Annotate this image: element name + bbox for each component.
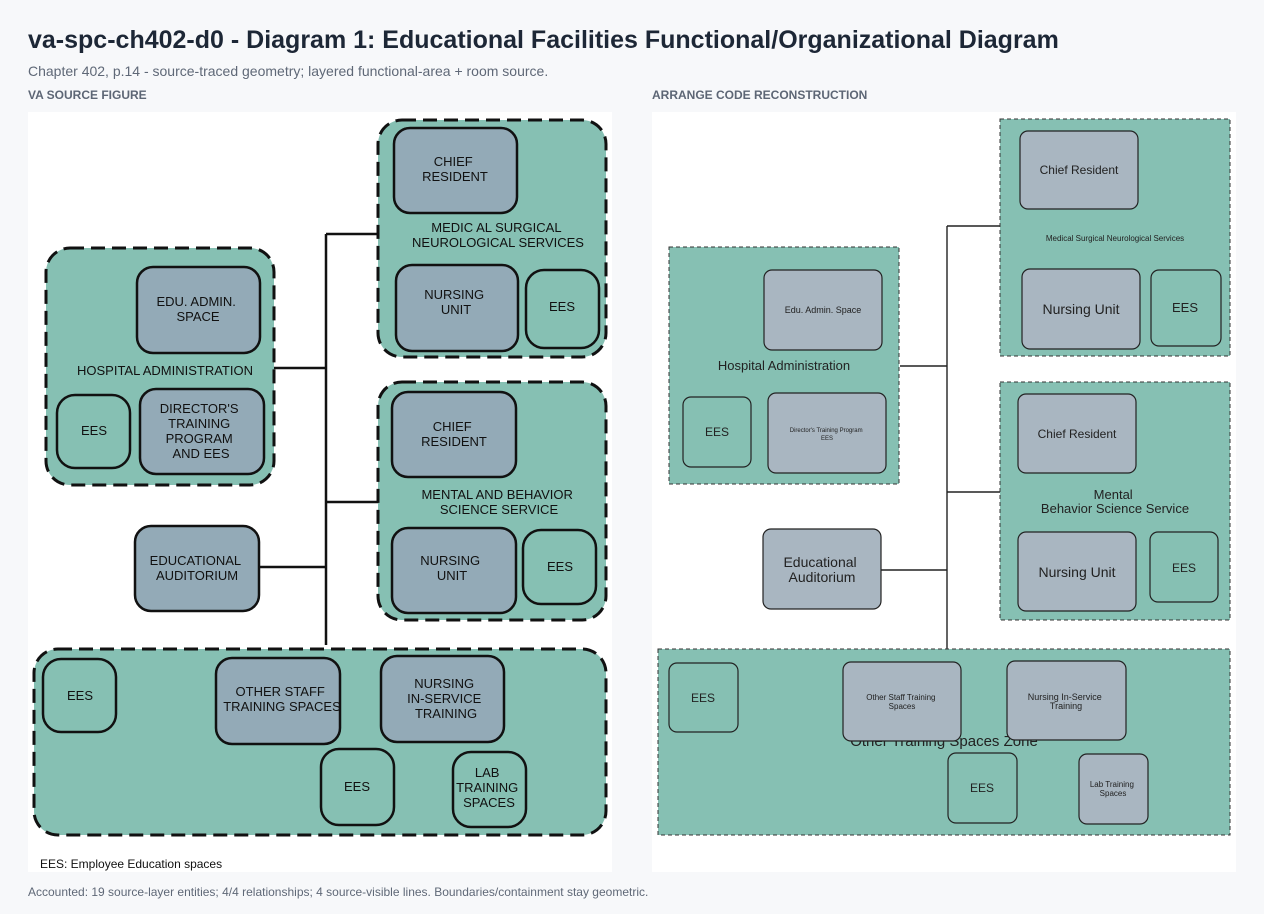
svg-text:EES: EES [1172, 300, 1198, 315]
reconstruction-panel: Medical Surgical Neurological Services C… [652, 112, 1236, 872]
footer-note: Accounted: 19 source-layer entities; 4/4… [28, 885, 649, 899]
svg-text:EES: EES [67, 688, 93, 703]
recon-ees-1: EES [1150, 269, 1222, 347]
svg-text:Nursing In-Service Train: Nursing In-Service Training [1028, 692, 1105, 711]
svg-text:EDU. ADMIN. SPACE: EDU. ADMIN. SPACE [156, 294, 239, 324]
recon-edu-admin: Edu. Admin. Space [763, 269, 883, 351]
svg-text:MEDIC AL SURGICAL NEUROL: MEDIC AL SURGICAL NEUROLOGICAL SERVICES [412, 220, 584, 250]
ees-legend: EES: Employee Education spaces [40, 857, 222, 871]
svg-text:EES: EES [705, 425, 729, 439]
recon-ees-5: EES [947, 752, 1018, 824]
svg-text:EDUCATIONAL AUDITORIUM: EDUCATIONAL AUDITORIUM [150, 553, 245, 583]
directors-training-room: DIRECTOR'S TRAINING PROGRAM AND EES [138, 387, 266, 476]
ees-room-1: EES [524, 268, 601, 350]
svg-text:Educational Auditorium: Educational Auditorium [783, 554, 860, 585]
svg-text:MENTAL AND BEHAVIOR SCIE: MENTAL AND BEHAVIOR SCIENCE SERVICE [421, 487, 576, 517]
medsurg-zone-label-1: MEDIC AL SURGICAL [431, 220, 561, 235]
svg-text:OTHER STAFF TRAINING SP: OTHER STAFF TRAINING SPACES [223, 684, 341, 714]
ees-room-2: EES [55, 393, 132, 470]
svg-text:Hospital Administration: Hospital Administration [718, 358, 850, 373]
svg-text:Nursing Unit: Nursing Unit [1038, 564, 1115, 580]
lab-training-room: LAB TRAINING SPACES [451, 750, 528, 829]
svg-text:Director's Training Program: Director's Training Program EES [790, 428, 865, 442]
ees-room-4: EES [41, 657, 118, 734]
svg-text:EES: EES [970, 781, 994, 795]
source-figure-panel: MEDIC AL SURGICAL NEUROLOGICAL SERVICES … [28, 112, 612, 872]
other-staff-training-room: OTHER STAFF TRAINING SPACES [214, 656, 342, 746]
nursing-inservice-room: NURSING IN-SERVICE TRAINING [379, 654, 506, 744]
svg-text:EES: EES [549, 299, 575, 314]
mental-zone-label-1: MENTAL AND BEHAVIOR [421, 487, 572, 502]
svg-text:EES: EES [81, 423, 107, 438]
svg-text:Chief Resident: Chief Resident [1040, 163, 1119, 177]
recon-chief-resident-1: Chief Resident [1019, 130, 1139, 210]
recon-ees-3: EES [1149, 531, 1219, 603]
recon-educational-auditorium: Educational Auditorium [762, 528, 882, 610]
source-connector-lines [259, 232, 378, 645]
svg-text:Nursing Unit: Nursing Unit [1042, 301, 1119, 317]
ees-room-5: EES [319, 747, 396, 827]
recon-nursing-inservice: Nursing In-Service Training [1006, 660, 1127, 741]
recon-directors-training: Director's Training Program EES [767, 392, 887, 474]
svg-text:CHIEF RESIDENT: CHIEF RESIDENT [421, 419, 487, 449]
svg-text:Edu. Admin. Space: Edu. Admin. Space [785, 305, 862, 315]
svg-text:Chief Resident: Chief Resident [1038, 427, 1117, 441]
medsurg-zone-label-2: NEUROLOGICAL SERVICES [412, 235, 584, 250]
mental-zone-label-2: SCIENCE SERVICE [440, 502, 559, 517]
edu-admin-room: EDU. ADMIN. SPACE [135, 265, 262, 355]
svg-text:NURSING UNIT: NURSING UNIT [420, 553, 484, 583]
recon-nursing-unit-2: Nursing Unit [1017, 531, 1137, 612]
recon-lab-training: Lab Training Spaces [1078, 753, 1149, 825]
chief-resident-room-1: CHIEF RESIDENT [392, 126, 519, 215]
svg-text:Lab Training Spaces: Lab Training Spaces [1090, 780, 1136, 798]
svg-text:DIRECTOR'S TRAINING: DIRECTOR'S TRAINING PROGRAM AND EES [160, 401, 242, 461]
reconstruction-connector-lines [881, 225, 1000, 649]
svg-text:EES: EES [547, 559, 573, 574]
chief-resident-room-2: CHIEF RESIDENT [390, 390, 518, 479]
reconstruction-panel-label: ARRANGE CODE RECONSTRUCTION [652, 88, 868, 102]
nursing-unit-room-1: NURSING UNIT [394, 263, 520, 353]
recon-chief-resident-2: Chief Resident [1017, 393, 1137, 474]
svg-text:Mental Behavior Science: Mental Behavior Science Service [1041, 487, 1189, 516]
educational-auditorium-room: EDUCATIONAL AUDITORIUM [133, 524, 261, 613]
svg-text:EES: EES [344, 779, 370, 794]
recon-nursing-unit-1: Nursing Unit [1021, 268, 1141, 350]
recon-ees-2: EES [682, 396, 752, 468]
svg-text:NURSING IN-SERVICE: NURSING IN-SERVICE TRAINING [407, 676, 485, 721]
svg-text:Other Staff Training Spa: Other Staff Training Spaces [866, 693, 937, 711]
svg-text:Medical Surgical Neurological: Medical Surgical Neurological Services [1046, 234, 1184, 243]
page-title: va-spc-ch402-d0 - Diagram 1: Educational… [28, 26, 1059, 54]
svg-text:EES: EES [691, 691, 715, 705]
nursing-unit-room-2: NURSING UNIT [390, 526, 518, 615]
recon-other-staff-training: Other Staff Training Spaces [842, 661, 962, 742]
svg-text:NURSING UNIT: NURSING UNIT [424, 287, 488, 317]
svg-text:LAB TRAINING SPACE: LAB TRAINING SPACES [456, 765, 522, 810]
page-subtitle: Chapter 402, p.14 - source-traced geomet… [28, 63, 549, 79]
svg-text:EES: EES [1172, 561, 1196, 575]
hospital-admin-zone-label: HOSPITAL ADMINISTRATION [77, 363, 253, 378]
ees-room-3: EES [521, 528, 598, 606]
source-panel-label: VA SOURCE FIGURE [28, 88, 147, 102]
recon-ees-4: EES [668, 662, 739, 733]
svg-text:CHIEF RESIDENT: CHIEF RESIDENT [422, 154, 488, 184]
